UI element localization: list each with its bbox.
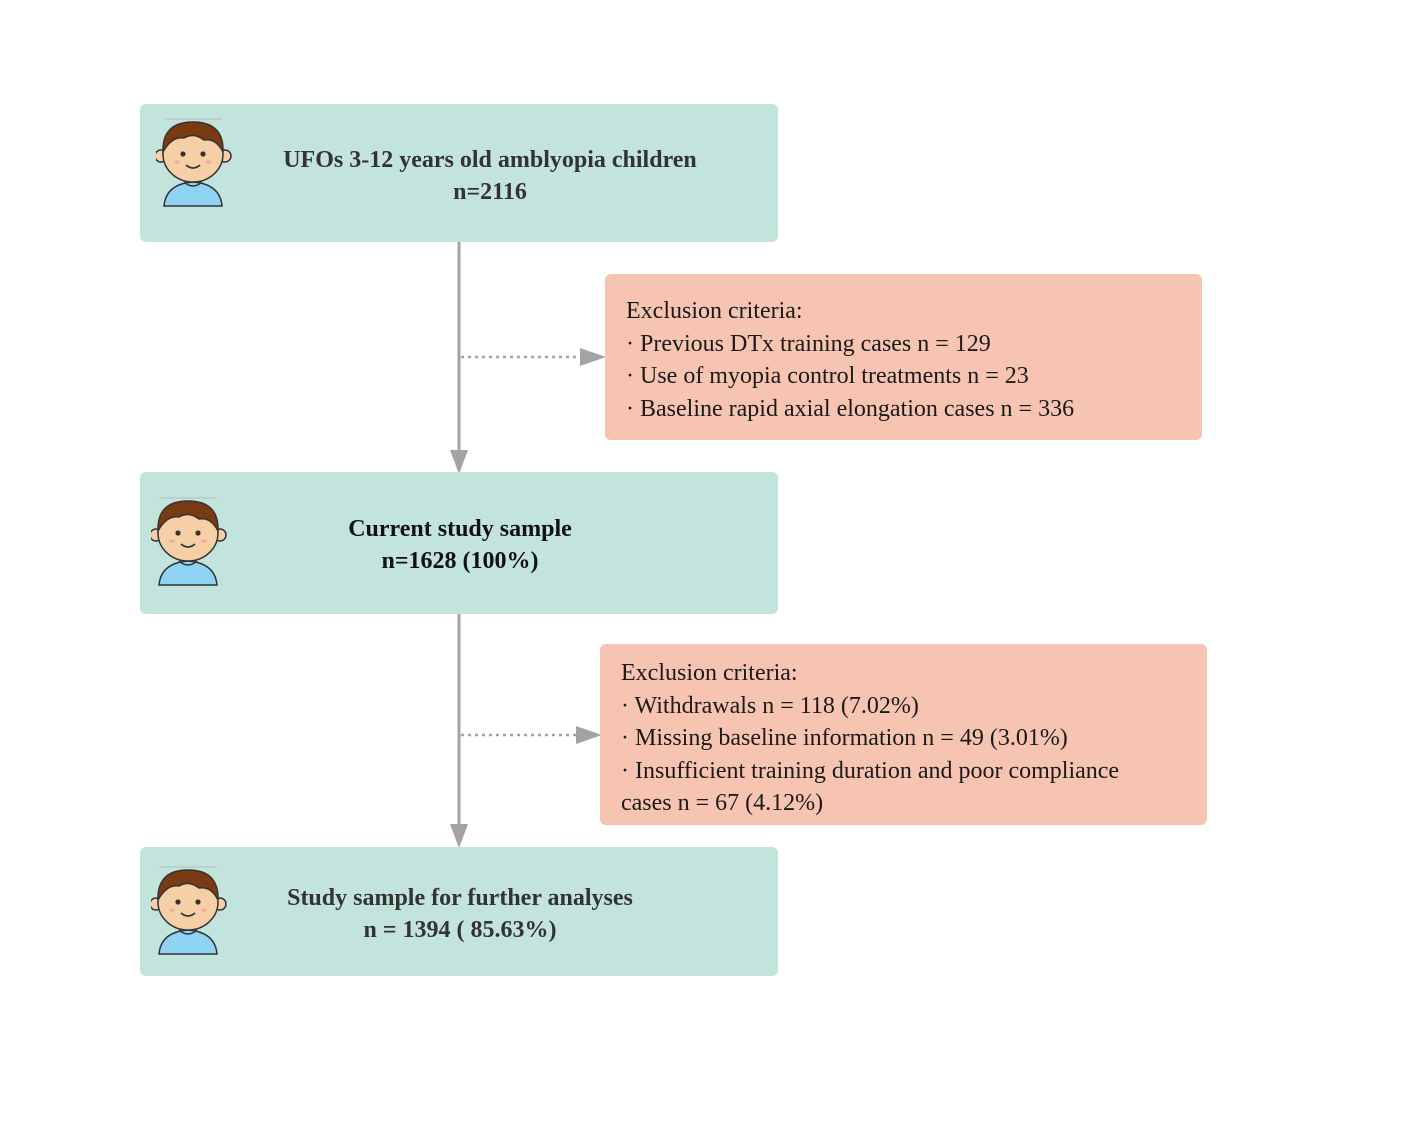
node-final-sample-count: n = 1394 ( 85.63%) — [363, 917, 557, 943]
child-avatar-icon — [156, 118, 232, 207]
node-current-sample-label: Current study sample n=1628 (100%) — [180, 513, 740, 577]
exclusion-item: · Withdrawals n = 118 (7.02%) — [621, 692, 919, 719]
exclusion-item: cases n = 67 (4.12%) — [621, 790, 824, 816]
node-initial-population-title: UFOs 3-12 years old amblyopia children — [283, 147, 697, 173]
main-arrow-2 — [450, 614, 468, 848]
exclusion-item: · Baseline rapid axial elongation cases … — [626, 395, 1075, 422]
child-avatar-icon — [151, 866, 227, 955]
exclusion-box-2-heading: Exclusion criteria: — [621, 660, 798, 686]
node-final-sample: Study sample for further analyses n = 13… — [140, 847, 778, 976]
node-current-sample: Current study sample n=1628 (100%) — [140, 472, 778, 614]
node-initial-population-label: UFOs 3-12 years old amblyopia children n… — [240, 144, 740, 208]
exclusion-item: · Insufficient training duration and poo… — [621, 757, 1120, 784]
main-arrow-1 — [450, 242, 468, 474]
node-final-sample-title: Study sample for further analyses — [287, 885, 633, 911]
exclusion-arrow-2 — [461, 726, 602, 744]
node-initial-population-count: n=2116 — [453, 179, 527, 205]
node-current-sample-count: n=1628 (100%) — [381, 548, 539, 574]
exclusion-arrow-1 — [461, 348, 606, 366]
exclusion-box-1: Exclusion criteria: · Previous DTx train… — [605, 274, 1202, 440]
node-current-sample-title: Current study sample — [348, 516, 572, 542]
child-avatar-icon — [151, 497, 227, 586]
exclusion-item: · Missing baseline information n = 49 (3… — [621, 725, 1068, 751]
exclusion-item: · Previous DTx training cases n = 129 — [626, 330, 991, 357]
exclusion-item: · Use of myopia control treatments n = 2… — [626, 363, 1029, 389]
exclusion-box-2-text: Exclusion criteria: · Withdrawals n = 11… — [621, 657, 1119, 820]
exclusion-box-2: Exclusion criteria: · Withdrawals n = 11… — [600, 644, 1207, 825]
node-initial-population: UFOs 3-12 years old amblyopia children n… — [140, 104, 778, 242]
exclusion-box-1-heading: Exclusion criteria: — [626, 298, 803, 324]
exclusion-box-1-text: Exclusion criteria: · Previous DTx train… — [626, 295, 1074, 425]
node-final-sample-label: Study sample for further analyses n = 13… — [180, 882, 740, 946]
